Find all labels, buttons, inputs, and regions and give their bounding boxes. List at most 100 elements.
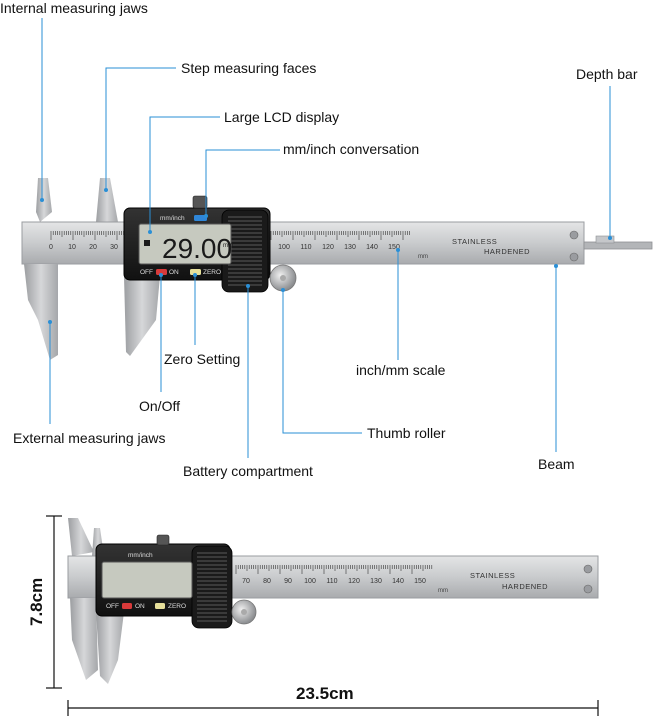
bottom-scale-number: 130 bbox=[370, 578, 382, 585]
top-scale-number: 0 bbox=[49, 244, 53, 251]
bottom-scale-number: 70 bbox=[242, 578, 250, 585]
bottom-zero-button[interactable] bbox=[155, 603, 165, 609]
top-scale-number: 100 bbox=[278, 244, 290, 251]
label-inch-mm-scale: inch/mm scale bbox=[356, 362, 446, 378]
zero-label: ZERO bbox=[203, 269, 221, 276]
grip-ridge bbox=[197, 592, 227, 594]
beam-text-hardened: HARDENED bbox=[484, 247, 530, 256]
grip-ridge bbox=[197, 564, 227, 566]
beam-text-stainless: STAINLESS bbox=[452, 237, 497, 246]
label-zero-setting: Zero Setting bbox=[164, 351, 241, 367]
mm-inch-blue-button[interactable] bbox=[194, 215, 207, 221]
grip-ridge bbox=[228, 284, 262, 286]
top-caliper: 0 10 20 30 100 110 120 130 140 150 mm ST… bbox=[21, 178, 653, 360]
grip-ridge bbox=[197, 620, 227, 622]
grip-ridge bbox=[228, 272, 262, 274]
beam-screw-bottom bbox=[569, 252, 579, 262]
top-scale-number: 140 bbox=[366, 244, 378, 251]
leader-mm-inch bbox=[205, 149, 280, 216]
grip-ridge bbox=[197, 580, 227, 582]
callout-leaders bbox=[41, 18, 611, 458]
grip-ridge bbox=[197, 556, 227, 558]
bottom-scale-number: 80 bbox=[263, 578, 271, 585]
width-dimension-label: 23.5cm bbox=[296, 684, 354, 703]
grip-ridge bbox=[228, 216, 262, 218]
bottom-scale-number: 140 bbox=[392, 578, 404, 585]
bottom-on-label: ON bbox=[135, 603, 145, 610]
bottom-scale-number: 110 bbox=[326, 578, 337, 585]
slider-body: mm/inch 29.00 mm OFF ON ZERO bbox=[123, 195, 271, 293]
zero-button[interactable] bbox=[190, 269, 201, 275]
grip-ridge bbox=[228, 232, 262, 234]
label-beam: Beam bbox=[538, 456, 575, 472]
top-scale-number: 30 bbox=[110, 244, 118, 251]
grip-ridge bbox=[197, 560, 227, 562]
grip-ridge bbox=[228, 260, 262, 262]
mm-inch-label: mm/inch bbox=[160, 215, 185, 222]
bottom-slider-body: mm/inch OFF ON ZERO bbox=[95, 534, 233, 629]
grip-ridge bbox=[228, 236, 262, 238]
top-scale-number: 10 bbox=[68, 244, 76, 251]
bottom-beam-text-stainless: STAINLESS bbox=[470, 571, 515, 580]
bottom-scale-unit: mm bbox=[438, 588, 448, 594]
grip-ridge bbox=[197, 576, 227, 578]
grip-ridge bbox=[228, 268, 262, 270]
callout-dots bbox=[40, 188, 612, 324]
lcd-unit: mm bbox=[223, 243, 233, 249]
top-scale-number: 110 bbox=[300, 244, 311, 251]
bottom-mm-inch-button[interactable] bbox=[156, 534, 170, 546]
bottom-scale-ticks bbox=[235, 565, 433, 574]
height-dimension-label: 7.8cm bbox=[27, 577, 46, 626]
grip-ridge bbox=[197, 600, 227, 602]
label-step-faces: Step measuring faces bbox=[181, 60, 317, 76]
grip-ridge bbox=[197, 608, 227, 610]
on-label: ON bbox=[169, 269, 179, 276]
bottom-caliper: 70 80 90 100 110 120 130 140 150 mm STAI… bbox=[67, 518, 599, 684]
lcd-display bbox=[138, 223, 232, 265]
grip-ridge bbox=[228, 224, 262, 226]
leader-thumb-roller bbox=[282, 290, 362, 434]
off-label: OFF bbox=[140, 269, 153, 276]
label-battery: Battery compartment bbox=[183, 463, 313, 479]
grip-ridge bbox=[197, 552, 227, 554]
bottom-on-off-button[interactable] bbox=[122, 603, 132, 609]
bottom-mm-inch-label: mm/inch bbox=[128, 552, 153, 559]
grip-ridge bbox=[197, 612, 227, 614]
lcd-icon bbox=[144, 240, 150, 246]
bottom-beam-text-hardened: HARDENED bbox=[502, 582, 548, 591]
top-scale-number: 20 bbox=[89, 244, 97, 251]
label-depth-bar: Depth bar bbox=[576, 66, 638, 82]
grip-ridge bbox=[228, 280, 262, 282]
label-lcd-display: Large LCD display bbox=[224, 109, 340, 125]
label-thumb-roller: Thumb roller bbox=[367, 425, 446, 441]
bottom-grip-ridges bbox=[197, 552, 227, 622]
lcd-reading: 29.00 bbox=[162, 233, 232, 264]
bottom-off-label: OFF bbox=[106, 603, 119, 610]
bottom-zero-label: ZERO bbox=[168, 603, 186, 610]
bottom-battery-compartment bbox=[191, 545, 233, 629]
bottom-external-jaw-slide bbox=[96, 612, 124, 684]
top-scale-number: 130 bbox=[344, 244, 356, 251]
grip-ridge bbox=[197, 588, 227, 590]
beam-screw-top bbox=[569, 230, 579, 240]
label-internal-jaws: Internal measuring jaws bbox=[0, 0, 148, 16]
grip-ridge bbox=[197, 596, 227, 598]
grip-ridge bbox=[197, 572, 227, 574]
bottom-scale-number: 90 bbox=[284, 578, 292, 585]
grip-ridge bbox=[228, 228, 262, 230]
grip-ridge bbox=[228, 252, 262, 254]
grip-ridge bbox=[228, 276, 262, 278]
on-off-button[interactable] bbox=[156, 269, 167, 275]
top-scale-number: 150 bbox=[388, 244, 400, 251]
leader-step-faces bbox=[105, 67, 176, 190]
grip-ridge bbox=[197, 568, 227, 570]
grip-ridge bbox=[228, 264, 262, 266]
bottom-scale-number: 100 bbox=[304, 578, 316, 585]
battery-grip-ridges bbox=[228, 216, 262, 286]
bottom-scale-number: 120 bbox=[348, 578, 360, 585]
leader-lcd bbox=[149, 116, 220, 232]
mm-inch-button[interactable] bbox=[192, 195, 208, 209]
grip-ridge bbox=[228, 256, 262, 258]
